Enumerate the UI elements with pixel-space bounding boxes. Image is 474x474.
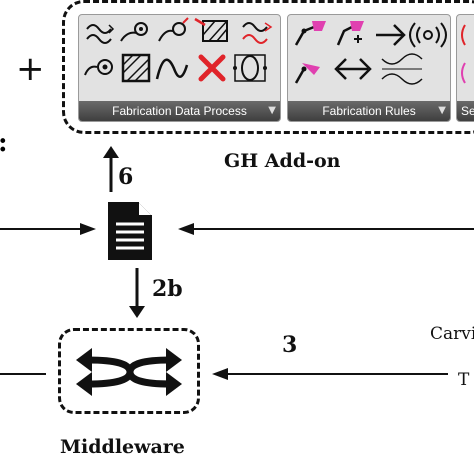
arrow-left-to-document	[0, 223, 96, 235]
arrow-right-to-document	[178, 223, 474, 235]
curve-offset-icon[interactable]	[242, 22, 273, 44]
fabrication-rules-icons	[294, 21, 447, 85]
partial-icon[interactable]	[461, 24, 466, 84]
arrow-3-to-middleware	[212, 368, 448, 380]
plus-sign: +	[16, 49, 45, 89]
robot-brush-add-icon[interactable]	[336, 21, 364, 46]
delete-x-icon[interactable]	[198, 54, 226, 82]
group-label-partial: Se	[457, 101, 474, 121]
robot-arm-select-icon[interactable]	[158, 17, 189, 42]
right-label-bottom: T	[458, 370, 470, 390]
group-label-fabrication-rules: Fabrication Rules ▼	[288, 101, 450, 121]
partial-group-icons	[461, 24, 466, 84]
robot-spray-icon[interactable]	[294, 63, 320, 84]
partial-colon: :	[0, 128, 8, 158]
middleware-caption: Middleware	[60, 436, 185, 458]
robot-tool-icon[interactable]	[84, 59, 113, 76]
crossing-arrows-icon	[76, 348, 182, 396]
curve-arc-icon[interactable]	[155, 58, 189, 80]
bounds-ellipse-icon[interactable]	[233, 54, 267, 82]
gh-addon-frame	[62, 0, 474, 134]
middleware-frame	[58, 328, 200, 414]
arrow-label-3: 3	[282, 332, 298, 358]
toolbar-group-fabrication-data-process: Fabrication Data Process ▼	[78, 14, 281, 122]
robot-brush-icon[interactable]	[294, 21, 326, 46]
weave-pattern-icon[interactable]	[381, 53, 423, 85]
arrow-right-icon[interactable]	[376, 24, 406, 46]
chevron-down-icon[interactable]: ▼	[268, 105, 276, 116]
toolbar-group-fabrication-rules: Fabrication Rules ▼	[287, 14, 451, 122]
right-label-top: Carvi	[430, 324, 474, 344]
hatch-frame-icon[interactable]	[194, 17, 228, 42]
line-left-to-middleware	[0, 373, 46, 375]
curve-wave-icon[interactable]	[86, 24, 115, 44]
chevron-down-icon[interactable]: ▼	[438, 105, 446, 116]
arrow-down-2b	[129, 268, 145, 318]
document-icon	[108, 202, 152, 260]
signal-broadcast-icon[interactable]	[409, 22, 447, 48]
hatch-pattern-icon[interactable]	[121, 53, 151, 83]
arrow-label-6: 6	[118, 164, 134, 190]
gh-addon-caption: GH Add-on	[224, 150, 341, 172]
fabrication-data-icons	[84, 17, 273, 83]
toolbar-group-partial: Se	[456, 14, 474, 122]
arrow-label-2b: 2b	[152, 276, 183, 302]
robot-arm-pointer-icon[interactable]	[120, 22, 148, 42]
arrow-up-6	[103, 146, 119, 192]
group-label-fabrication-data-process: Fabrication Data Process ▼	[79, 101, 280, 121]
double-arrow-icon[interactable]	[334, 58, 372, 80]
